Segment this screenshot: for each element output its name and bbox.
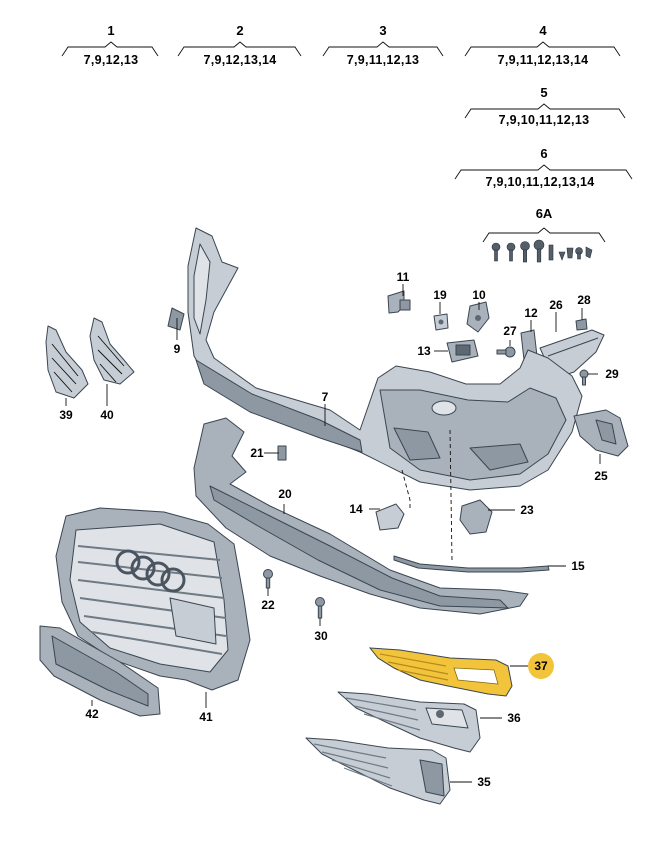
variant-number: 5 <box>540 85 547 100</box>
variant-legend: 1 7,9,12,13 2 7,9,12,13,14 3 7,9,11,12,1… <box>61 23 633 263</box>
callout-40: 40 <box>100 408 114 422</box>
variant-number: 1 <box>107 23 114 38</box>
callout-21: 21 <box>250 446 264 460</box>
leader-lines <box>65 284 601 783</box>
callout-20: 20 <box>278 487 292 501</box>
part-19-clip <box>433 313 449 331</box>
callout-39: 39 <box>59 408 73 422</box>
callout-26: 26 <box>549 298 563 312</box>
variant-group-3: 3 7,9,11,12,13 <box>322 23 444 67</box>
part-30-screw <box>315 597 325 619</box>
callout-23: 23 <box>520 503 534 517</box>
part-14-tow-cap <box>375 503 405 531</box>
variant-number: 2 <box>236 23 243 38</box>
callouts: 9 11 19 10 12 26 28 27 13 29 7 21 25 20 … <box>59 270 619 789</box>
callout-36: 36 <box>507 711 521 725</box>
part-41-front-grille <box>55 507 251 691</box>
variant-group-2: 2 7,9,12,13,14 <box>177 23 302 67</box>
callout-12: 12 <box>524 306 538 320</box>
variant-number: 6A <box>536 206 553 221</box>
callout-28: 28 <box>577 293 591 307</box>
part-42-license-plate-bracket <box>39 625 161 717</box>
callout-13: 13 <box>417 344 431 358</box>
callout-14: 14 <box>349 502 363 516</box>
part-20-lower-spoiler <box>193 417 529 615</box>
callout-37-highlight-badge: 37 <box>528 653 554 679</box>
callout-19: 19 <box>433 288 447 302</box>
callout-29: 29 <box>605 367 619 381</box>
part-36-fog-light-grille <box>337 691 481 753</box>
part-13-mount <box>446 339 479 363</box>
callout-25: 25 <box>594 469 608 483</box>
callout-35: 35 <box>477 775 491 789</box>
variant-number: 3 <box>379 23 386 38</box>
part-11-bracket <box>387 290 411 314</box>
fastener-set-icon <box>491 239 593 263</box>
callout-37: 37 <box>534 659 548 673</box>
part-22-screw <box>263 569 273 589</box>
callout-10: 10 <box>472 288 486 302</box>
four-rings-logo <box>115 549 186 593</box>
part-37-fog-light-grille-highlighted <box>368 647 513 697</box>
variant-group-6: 6 7,9,10,11,12,13,14 <box>454 146 633 189</box>
callout-7: 7 <box>322 390 329 404</box>
part-28-clip <box>575 318 588 331</box>
variant-items: 7,9,12,13,14 <box>203 53 276 67</box>
callout-22: 22 <box>261 598 275 612</box>
variant-items: 7,9,10,11,12,13 <box>499 113 590 127</box>
part-25-side-bracket <box>573 409 629 457</box>
part-21-clip <box>277 445 287 461</box>
variant-items: 7,9,12,13 <box>84 53 139 67</box>
callout-42: 42 <box>85 707 99 721</box>
part-27-bolt <box>496 346 516 358</box>
part-40-side-trim <box>89 317 135 385</box>
callout-27: 27 <box>503 324 517 338</box>
part-35-fog-light-grille <box>305 737 451 805</box>
variant-group-5: 5 7,9,10,11,12,13 <box>464 85 626 127</box>
part-29-screw <box>579 369 589 386</box>
callout-41: 41 <box>199 710 213 724</box>
callout-9: 9 <box>174 342 181 356</box>
part-23-bracket <box>459 499 493 535</box>
part-7-bumper-cover <box>167 227 583 491</box>
part-39-side-trim <box>45 325 89 399</box>
variant-number: 4 <box>539 23 547 38</box>
variant-items: 7,9,11,12,13 <box>347 53 419 67</box>
variant-group-4: 4 7,9,11,12,13,14 <box>464 23 621 67</box>
variant-group-1: 1 7,9,12,13 <box>61 23 159 67</box>
callout-30: 30 <box>314 629 328 643</box>
callout-15: 15 <box>571 559 585 573</box>
variant-group-6a: 6A <box>482 206 606 263</box>
variant-items: 7,9,10,11,12,13,14 <box>486 175 595 189</box>
variant-number: 6 <box>540 146 547 161</box>
part-15-trim-strip <box>393 555 550 573</box>
callout-11: 11 <box>397 270 410 284</box>
variant-items: 7,9,11,12,13,14 <box>498 53 589 67</box>
part-10-bracket <box>466 301 490 333</box>
